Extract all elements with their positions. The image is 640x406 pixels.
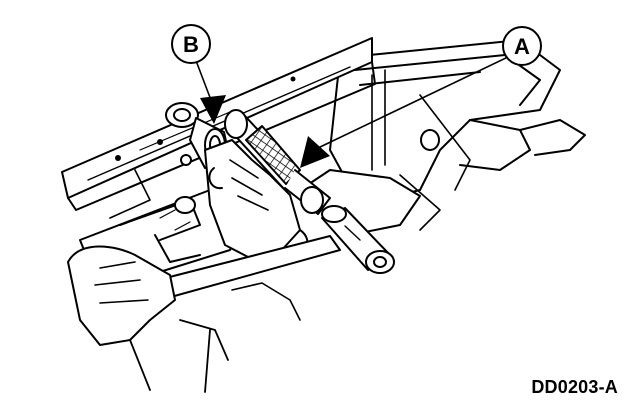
callout-b: B: [171, 24, 211, 64]
callout-a-label: A: [514, 34, 530, 59]
callout-b-label: B: [183, 32, 199, 57]
hand-holding-hammer: [67, 245, 301, 393]
hammer: [149, 205, 395, 301]
callout-a-leader: [300, 55, 511, 168]
callout-b-leader: [194, 57, 226, 124]
callout-a: A: [502, 26, 542, 66]
seal-installer-tool: [224, 109, 331, 215]
hand-holding-tool: [204, 139, 309, 260]
figure-code: DD0203-A: [531, 377, 618, 397]
transmission-housing: [299, 39, 586, 236]
